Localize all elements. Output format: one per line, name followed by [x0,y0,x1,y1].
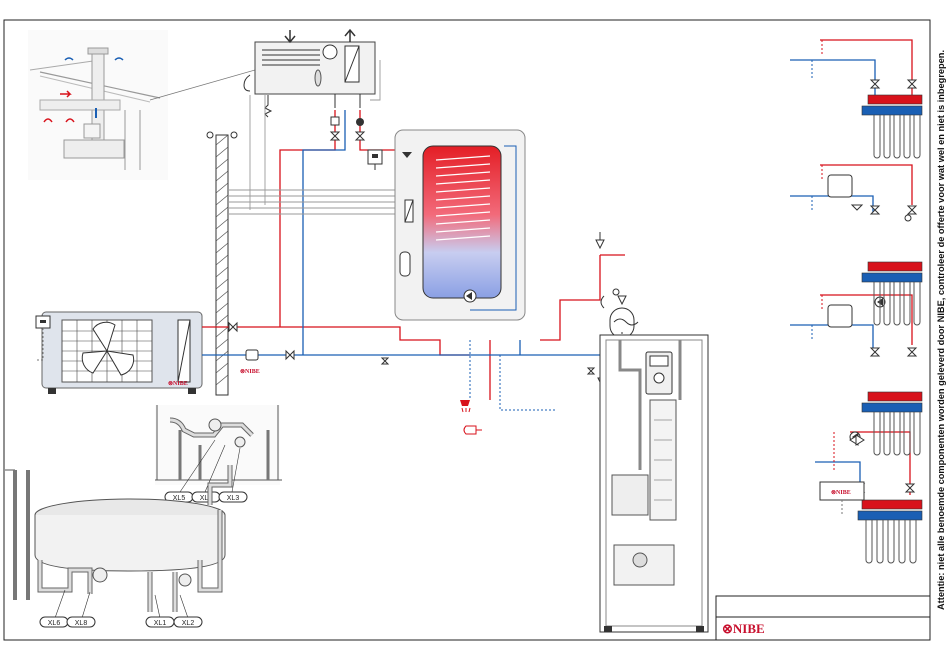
roof-ventilation-icon [28,30,290,180]
supply-pipes [202,40,912,495]
ventilation-unit-icon [244,30,375,117]
svg-text:XL1: XL1 [154,620,167,627]
shut-off-valve-icon [229,80,916,492]
connection-detail-top [155,405,282,485]
svg-text:XL2: XL2 [182,620,195,627]
svg-text:XL6: XL6 [48,620,61,627]
dashed-supply-lines [822,40,834,470]
callout-xl8: XL8 [67,617,95,627]
disclaimer-note: Attentie: niet alle benoemde componenten… [936,50,946,610]
pipe-logo: ⊗NIBE [240,369,260,375]
connection-callouts-bottom: XL6 XL8 XL1 XL2 [40,590,202,627]
callout-xl6: XL6 [40,617,68,627]
svg-text:XL3: XL3 [227,495,240,502]
shower-icon [460,400,470,412]
callout-xl2: XL2 [174,617,202,627]
filter-ball-valve-icon [246,117,364,360]
callout-xl3: XL3 [219,492,247,502]
callout-xl1: XL1 [146,617,174,627]
indoor-module-icon [600,335,708,632]
sensor-box-logo: ⊗NIBE [831,490,851,496]
outdoor-unit-logo: ⊗NIBE [168,381,188,387]
svg-text:XL8: XL8 [75,620,88,627]
outdoor-heat-pump-icon: ⊗NIBE [42,312,202,394]
title-block-logo: ⊗NIBE [722,621,765,636]
sensor-box: ⊗NIBE [820,482,864,515]
return-pipes [202,60,875,500]
hot-water-tank-icon [395,130,525,320]
title-block: ⊗NIBE [716,596,930,640]
connection-detail-bottom [5,465,230,612]
tank-room-controller [368,150,382,170]
callout-xl4: XL4 [192,492,220,502]
